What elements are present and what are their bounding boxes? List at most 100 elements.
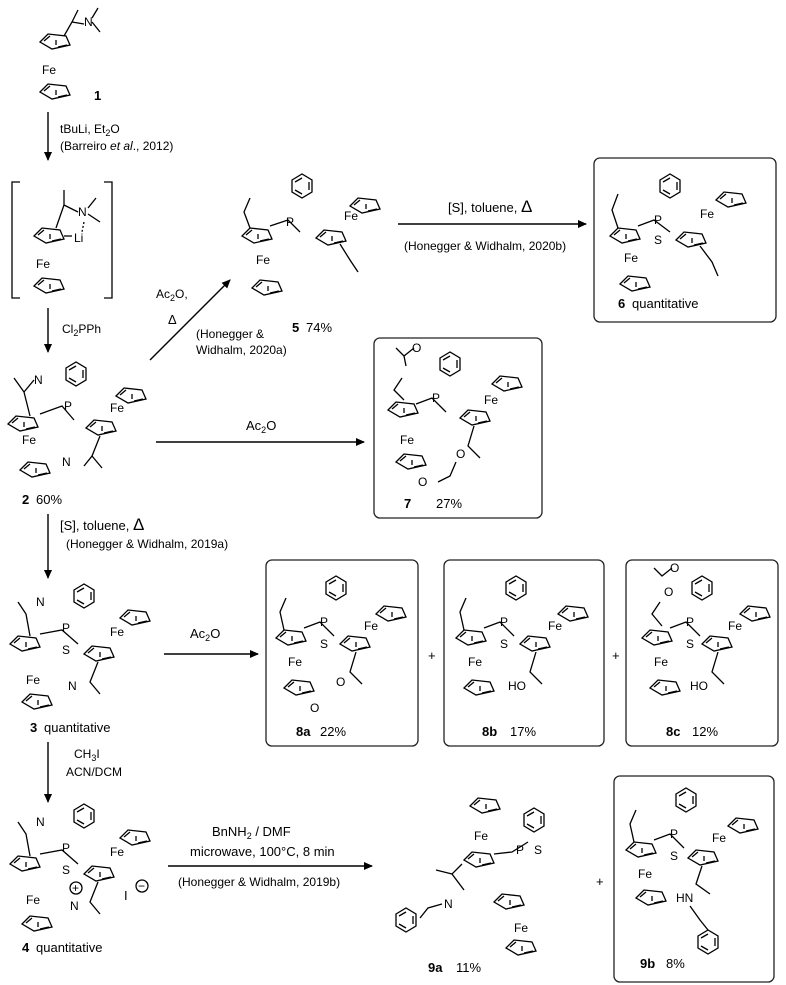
compound-6-box	[593, 157, 777, 323]
atom-o-8c-b: O	[664, 585, 673, 599]
atom-o-8c-a: O	[670, 561, 679, 575]
plus-sign-2: +	[612, 648, 620, 663]
compound-2-label: 2	[22, 492, 29, 507]
atom-fe-8c-a: Fe	[654, 655, 668, 669]
step-3-ref-line1: (Honegger &	[196, 327, 264, 341]
compound-8c-yield: 12%	[692, 724, 718, 739]
atom-p-4: P	[62, 841, 70, 855]
atom-o-7c: O	[418, 475, 427, 489]
atom-p-8b: P	[500, 615, 508, 629]
compound-8a-label: 8a	[296, 724, 311, 739]
compound-8c-structure: O O P S Fe Fe HO	[641, 561, 771, 696]
compound-1-structure: N Fe	[39, 7, 101, 100]
arrow-step-3	[149, 279, 231, 361]
atom-fe: Fe	[42, 63, 56, 77]
atom-fe-9b-b: Fe	[712, 831, 726, 845]
compound-5-yield: 74%	[306, 320, 332, 335]
atom-ho-8c: HO	[690, 679, 708, 693]
atom-n-2a: N	[34, 373, 43, 387]
compound-9b-structure: P S Fe Fe HN	[625, 787, 759, 955]
step-3-reagent: Ac2O,	[156, 287, 188, 303]
atom-fe-4a: Fe	[26, 893, 40, 907]
compound-4-label: 4	[22, 940, 30, 955]
atom-n-3a: N	[36, 595, 45, 609]
atom-p-8a: P	[320, 615, 328, 629]
atom-fe-6b: Fe	[700, 207, 714, 221]
compound-6-structure: P S Fe Fe	[609, 173, 747, 292]
step-3-ref-line2: Widhalm, 2020a)	[196, 343, 287, 357]
lithiated-intermediate-structure: N Li Fe	[11, 181, 113, 299]
atom-fe-8a-a: Fe	[288, 655, 302, 669]
step-6-ref: (Honegger & Widhalm, 2019a)	[66, 537, 228, 551]
atom-s-4: S	[62, 863, 70, 877]
compound-8a-yield: 22%	[320, 724, 346, 739]
compound-8b-structure: P S Fe Fe HO	[455, 575, 589, 696]
atom-fe-8a-b: Fe	[364, 619, 378, 633]
atom-p-9a: P	[516, 843, 524, 857]
atom-fe-2a: Fe	[22, 433, 36, 447]
atom-s-3: S	[62, 643, 70, 657]
atom-fe-7a: Fe	[400, 433, 414, 447]
atom-s-6: S	[654, 233, 662, 247]
plus-sign-3: +	[596, 874, 604, 889]
atom-o-8a-b: O	[310, 701, 319, 715]
compound-7-yield: 27%	[436, 496, 462, 511]
atom-p-9b: P	[670, 827, 678, 841]
atom-s-9b: S	[670, 849, 678, 863]
atom-n: N	[84, 15, 93, 29]
atom-fe-3a: Fe	[26, 673, 40, 687]
atom-p-6: P	[654, 213, 662, 227]
compound-7-label: 7	[404, 496, 411, 511]
compound-3-label: 3	[30, 720, 37, 735]
atom-fe-7b: Fe	[484, 393, 498, 407]
atom-fe-3b: Fe	[110, 625, 124, 639]
step-5-reagent: Ac2O	[246, 418, 276, 435]
atom-o-7b: O	[456, 447, 465, 461]
compound-9a-label: 9a	[428, 960, 443, 975]
plus-sign-1: +	[428, 648, 436, 663]
atom-fe-8c-b: Fe	[728, 619, 742, 633]
atom-n-3b: N	[68, 679, 77, 693]
compound-1-label: 1	[94, 88, 101, 103]
atom-fe-2b: Fe	[110, 401, 124, 415]
atom-li: Li	[74, 231, 83, 245]
compound-4-structure: N P S Fe Fe N +	[9, 803, 151, 932]
step-3-delta: Δ	[168, 312, 177, 327]
atom-n-li: N	[78, 205, 87, 219]
atom-p-8c: P	[686, 615, 694, 629]
atom-fe-5a: Fe	[256, 253, 270, 267]
compound-4-yield: quantitative	[36, 940, 103, 955]
compound-8b-box	[443, 559, 605, 747]
atom-fe-6a: Fe	[624, 251, 638, 265]
atom-fe-8b-b: Fe	[548, 619, 562, 633]
compound-7-structure: O P Fe Fe O O	[387, 341, 523, 489]
step-2-reagent: Cl2PPh	[62, 322, 101, 338]
compound-2-yield: 60%	[36, 492, 62, 507]
step-8-reagent: CH3I	[74, 747, 100, 763]
step-8-solvent: ACN/DCM	[66, 765, 122, 779]
compound-6-yield: quantitative	[632, 296, 699, 311]
compound-2-structure: N P Fe Fe N	[7, 361, 147, 478]
compound-8a-box	[265, 559, 419, 747]
atom-fe-9b-a: Fe	[638, 867, 652, 881]
atom-n-9a: N	[444, 897, 453, 911]
atom-fe-9a-a: Fe	[474, 829, 488, 843]
compound-5-structure: P Fe Fe	[241, 173, 381, 296]
compound-8b-label: 8b	[482, 724, 497, 739]
step-9-conditions: microwave, 100°C, 8 min	[190, 844, 335, 859]
atom-fe-5b: Fe	[344, 209, 358, 223]
atom-n-2b: N	[62, 455, 71, 469]
step-1-ref: (Barreiro et al., 2012)	[60, 139, 173, 153]
atom-s-8c: S	[686, 637, 694, 651]
step-1-reagent: tBuLi, Et2O	[60, 122, 120, 138]
compound-6-label: 6	[618, 296, 625, 311]
step-9-ref: (Honegger & Widhalm, 2019b)	[178, 875, 340, 889]
atom-p-7: P	[432, 391, 440, 405]
atom-o-7a: O	[412, 341, 421, 355]
atom-fe-9a-b: Fe	[514, 921, 528, 935]
compound-3-structure: N P S Fe Fe N	[9, 583, 151, 710]
atom-p-5: P	[286, 215, 294, 229]
compound-8b-yield: 17%	[510, 724, 536, 739]
atom-fe-li: Fe	[36, 257, 50, 271]
atom-s-8a: S	[320, 637, 328, 651]
